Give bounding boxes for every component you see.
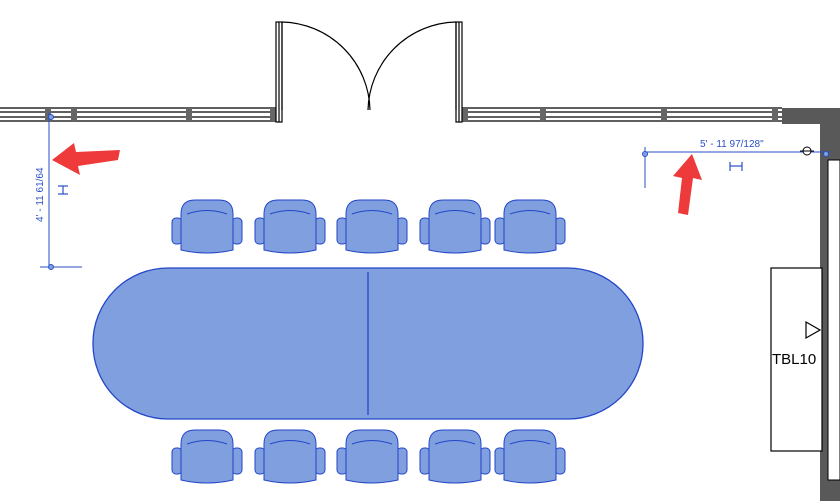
dimension-lock-icon[interactable] [729, 162, 743, 171]
chair[interactable] [336, 429, 408, 484]
double-door[interactable] [275, 21, 463, 123]
horizontal-dimension[interactable] [642, 146, 831, 188]
chair[interactable] [171, 429, 243, 484]
vertical-dimension[interactable] [40, 112, 82, 270]
dimension-lock-icon[interactable] [58, 185, 68, 195]
vertical-dimension-label[interactable]: 4' - 11 61/64 [35, 167, 46, 222]
red-arrow-icon [52, 143, 120, 175]
top-wall-left[interactable] [0, 107, 280, 122]
red-arrow-icon [673, 154, 702, 215]
conference-table[interactable] [92, 267, 644, 420]
chair[interactable] [419, 199, 491, 254]
chair[interactable] [254, 429, 326, 484]
chairs-bottom-row [171, 429, 566, 484]
chair[interactable] [419, 429, 491, 484]
chair[interactable] [254, 199, 326, 254]
table-tag[interactable] [770, 267, 823, 452]
chair[interactable] [171, 199, 243, 254]
triangle-marker-icon [805, 320, 822, 340]
horizontal-dimension-label[interactable]: 5' - 11 97/128" [700, 139, 764, 150]
chair[interactable] [494, 429, 566, 484]
top-wall-right[interactable] [456, 107, 782, 122]
table-tag-label: TBL10 [772, 351, 816, 368]
chair[interactable] [336, 199, 408, 254]
chairs-top-row [171, 199, 566, 254]
chair[interactable] [494, 199, 566, 254]
